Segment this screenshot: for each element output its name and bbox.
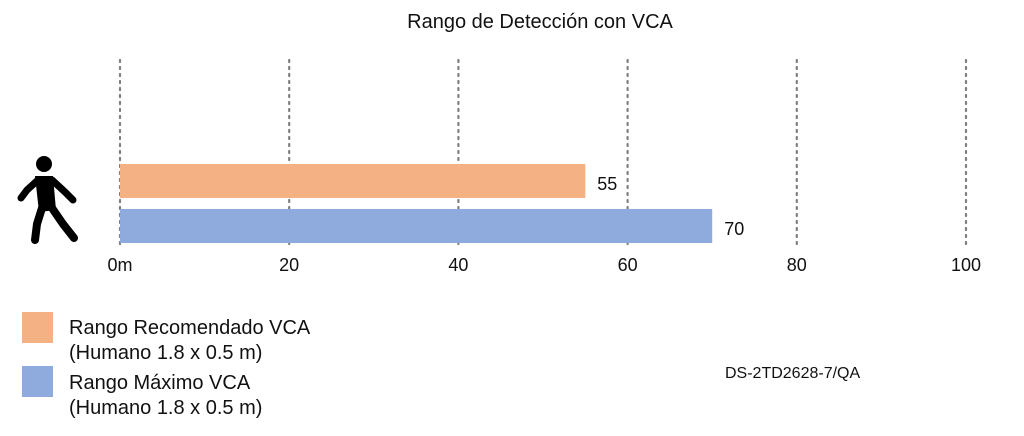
walking-person-icon — [17, 156, 78, 244]
x-tick-label-60: 60 — [618, 255, 638, 275]
x-tick-label-20: 20 — [279, 255, 299, 275]
x-tick-label-40: 40 — [448, 255, 468, 275]
bar-recommended — [120, 164, 586, 198]
x-axis-ticks: 0m 20 40 60 80 100 — [107, 255, 981, 275]
chart-title: Rango de Detección con VCA — [407, 11, 673, 33]
x-tick-label-0: 0m — [107, 255, 132, 275]
value-label-maximum: 70 — [724, 219, 744, 239]
legend-swatch-recommended — [22, 312, 53, 343]
legend-sublabel-recommended: (Humano 1.8 x 0.5 m) — [69, 342, 262, 364]
x-tick-label-100: 100 — [951, 255, 981, 275]
value-label-recommended: 55 — [597, 174, 617, 194]
legend-label-maximum: Rango Máximo VCA — [69, 372, 251, 394]
legend: Rango Recomendado VCA (Humano 1.8 x 0.5 … — [22, 312, 311, 419]
legend-label-recommended: Rango Recomendado VCA — [69, 317, 311, 339]
model-label: DS-2TD2628-7/QA — [725, 365, 860, 382]
legend-swatch-maximum — [22, 366, 53, 397]
legend-sublabel-maximum: (Humano 1.8 x 0.5 m) — [69, 397, 262, 419]
bar-maximum — [120, 209, 713, 243]
bars: 55 70 — [120, 164, 744, 243]
x-tick-label-80: 80 — [787, 255, 807, 275]
